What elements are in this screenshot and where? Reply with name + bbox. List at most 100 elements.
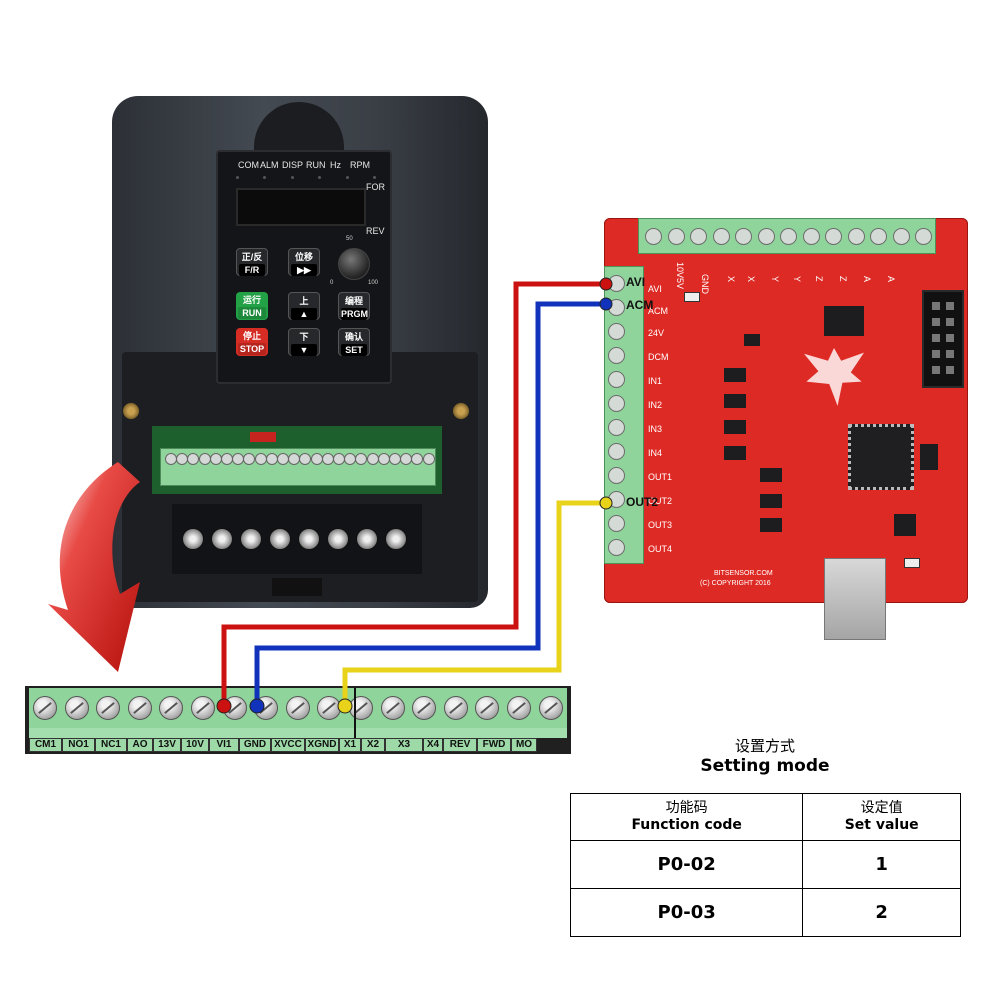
header-pin bbox=[946, 366, 954, 374]
set-key-en: SET bbox=[341, 344, 367, 356]
left-term-label-24v: 24V bbox=[648, 328, 665, 338]
crystal bbox=[920, 444, 938, 470]
terminal-screw bbox=[475, 696, 500, 720]
header-pin bbox=[946, 318, 954, 326]
terminal-label-x4: X4 bbox=[423, 738, 443, 752]
terminal-label-row: CM1 NO1 NC1 AO 13V 10V VI1 GND XVCC XGND… bbox=[29, 738, 567, 752]
run-key[interactable]: 运行 RUN bbox=[236, 292, 268, 320]
terminal-label-nc1: NC1 bbox=[95, 738, 127, 752]
shift-key-cn: 位移 bbox=[294, 252, 313, 262]
run-key-cn: 运行 bbox=[242, 295, 261, 305]
fr-key[interactable]: 正/反 F/R bbox=[236, 248, 268, 276]
board-small-component bbox=[684, 292, 700, 302]
up-key-en: ▲ bbox=[291, 308, 317, 320]
stop-key-en: STOP bbox=[238, 343, 266, 355]
header-function-code-cn: 功能码 bbox=[665, 800, 708, 816]
terminal-screw bbox=[608, 323, 625, 340]
indicator-run: RUN bbox=[306, 160, 326, 170]
table-row: P0-02 1 bbox=[569, 840, 961, 889]
terminal-label-x2: X2 bbox=[361, 738, 385, 752]
terminal-screw bbox=[825, 228, 842, 245]
set-key[interactable]: 确认 SET bbox=[338, 328, 370, 356]
terminal-screw bbox=[608, 347, 625, 364]
shift-key[interactable]: 位移 ▶▶ bbox=[288, 248, 320, 276]
left-term-label-out4: OUT4 bbox=[648, 544, 673, 554]
terminal-screw bbox=[757, 228, 775, 245]
table-row: P0-03 2 bbox=[569, 888, 961, 937]
terminal-screw bbox=[608, 467, 625, 484]
board-left-terminal-block bbox=[604, 266, 644, 564]
wire-avi bbox=[221, 281, 606, 705]
up-key[interactable]: 上 ▲ bbox=[288, 292, 320, 320]
zoom-arrow bbox=[48, 462, 140, 672]
down-key[interactable]: 下 ▼ bbox=[288, 328, 320, 356]
dip-switch bbox=[250, 432, 276, 442]
terminal-screw bbox=[690, 228, 707, 245]
header-set-value: 设定值 Set value bbox=[802, 793, 961, 841]
terminal-screw bbox=[608, 515, 625, 532]
terminal-screw bbox=[538, 696, 563, 720]
left-term-label-in2: IN2 bbox=[648, 400, 663, 410]
header-pin bbox=[932, 302, 940, 310]
rev-label: REV bbox=[366, 226, 385, 236]
avi-board-dot bbox=[599, 277, 613, 291]
stop-key-cn: 停止 bbox=[242, 331, 261, 341]
fr-key-en: F/R bbox=[239, 264, 265, 276]
terminal-screw bbox=[712, 228, 730, 245]
set-value-cell: 1 bbox=[802, 840, 961, 889]
knob-scale-50: 50 bbox=[346, 236, 353, 242]
terminal-screw bbox=[33, 696, 57, 720]
stop-key[interactable]: 停止 STOP bbox=[236, 328, 268, 356]
optocoupler-3 bbox=[724, 420, 746, 434]
terminal-screw bbox=[608, 419, 625, 436]
mount-screw-right bbox=[452, 402, 470, 420]
prgm-key-cn: 编程 bbox=[344, 296, 363, 306]
prgm-key[interactable]: 编程 PRGM bbox=[338, 292, 370, 320]
terminal-screw bbox=[892, 228, 910, 245]
board-ic-small bbox=[744, 334, 760, 346]
indicator-alm: ALM bbox=[260, 160, 279, 170]
left-term-label-avi: AVI bbox=[648, 284, 662, 294]
terminal-screw bbox=[507, 696, 531, 720]
setting-mode-title-en: Setting mode bbox=[700, 756, 830, 776]
set-value-cell: 2 bbox=[802, 888, 961, 937]
board-top-terminal-block bbox=[638, 218, 936, 254]
header-pin bbox=[932, 350, 940, 358]
avi-strip-dot bbox=[216, 698, 232, 714]
indicator-disp: DISP bbox=[282, 160, 304, 170]
terminal-screw bbox=[96, 696, 121, 720]
capacitor bbox=[904, 558, 920, 568]
callout-acm: ACM bbox=[626, 298, 654, 312]
callout-avi: AVI bbox=[626, 275, 646, 289]
header-pin bbox=[946, 302, 954, 310]
left-term-label-out1: OUT1 bbox=[648, 472, 673, 482]
wire-acm bbox=[254, 301, 606, 705]
terminal-screw bbox=[127, 696, 152, 720]
left-term-label-in3: IN3 bbox=[648, 424, 663, 434]
terminal-strip-base bbox=[29, 728, 567, 738]
terminal-screw bbox=[608, 539, 625, 556]
terminal-label-xvcc: XVCC bbox=[271, 738, 305, 752]
optocoupler-2 bbox=[724, 394, 746, 408]
power-terminal-screw bbox=[269, 528, 291, 550]
terminal-label-fwd: FWD bbox=[477, 738, 511, 752]
terminal-screw bbox=[285, 696, 310, 720]
shift-key-en: ▶▶ bbox=[291, 264, 317, 276]
terminal-label-cm1: CM1 bbox=[29, 738, 62, 752]
header-function-code: 功能码 Function code bbox=[569, 793, 804, 841]
out2-strip-dot bbox=[337, 698, 353, 714]
terminal-screw bbox=[847, 228, 865, 245]
header-pin bbox=[932, 318, 940, 326]
table-header-row: 功能码 Function code 设定值 Set value bbox=[569, 793, 961, 841]
board-ic-top bbox=[824, 306, 864, 336]
terminal-screw bbox=[802, 228, 820, 245]
terminal-label-x1: X1 bbox=[339, 738, 361, 752]
speed-knob[interactable] bbox=[338, 248, 370, 280]
terminal-screw bbox=[608, 443, 625, 460]
terminal-screw bbox=[412, 696, 437, 720]
usb-port[interactable] bbox=[824, 558, 886, 640]
terminal-strip-divider bbox=[354, 688, 356, 752]
callout-out2: OUT2 bbox=[626, 495, 659, 509]
terminal-label-mo: MO bbox=[511, 738, 537, 752]
